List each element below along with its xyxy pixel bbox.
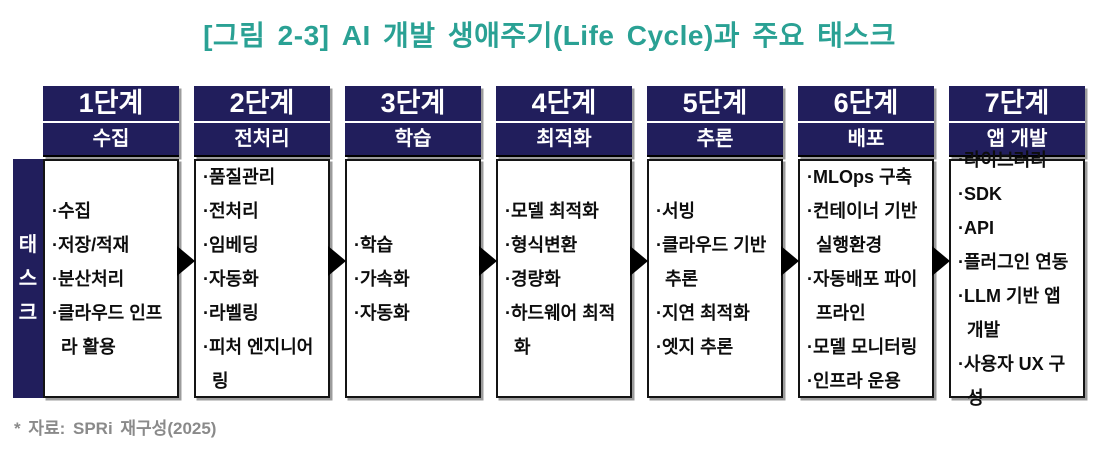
task-item: ·경량화 bbox=[505, 268, 561, 289]
task-item: ·학습 bbox=[354, 234, 394, 255]
task-axis-char: 태 bbox=[18, 233, 38, 256]
stage-step-label: 7단계 bbox=[984, 88, 1050, 118]
task-axis-char: 크 bbox=[18, 301, 38, 324]
stage-task-list: ·수집 ·저장/적재 ·분산처리 ·클라우드 인프라 활용 bbox=[43, 159, 179, 398]
task-item: ·전처리 bbox=[203, 200, 259, 221]
arrow-right-icon bbox=[781, 246, 799, 276]
stage-column: 6단계 배포 ·MLOps 구축 ·컨테이너 기반 실행환경 ·자동배포 파이프라인… bbox=[798, 86, 934, 398]
stage-column: 5단계 추론 ·서빙 ·클라우드 기반 추론 ·지연 최적화 ·엣지 추론 bbox=[647, 86, 783, 398]
task-item: ·분산처리 bbox=[52, 268, 125, 289]
lifecycle-diagram: 태 스 크 1단계 수집 ·수집 ·저장/적재 ·분산처리 ·클라우드 인프라 활용 … bbox=[0, 86, 1099, 408]
stage-name-label: 최적화 bbox=[536, 128, 592, 150]
stage-column: 7단계 앱 개발 ·라이브러리 ·SDK ·API ·플러그인 연동 ·LLM 기반 앱… bbox=[949, 86, 1085, 408]
figure-title: [그림 2-3] AI 개발 생애주기(Life Cycle)과 주요 태스크 bbox=[203, 20, 896, 51]
stage-task-list: ·품질관리 ·전처리 ·임베딩 ·자동화 ·라벨링 ·피처 엔지니어링 bbox=[194, 159, 330, 398]
task-item: ·인프라 운용 bbox=[807, 370, 901, 391]
stage-name-label: 수집 bbox=[92, 128, 130, 150]
task-item: ·모델 최적화 bbox=[505, 200, 599, 221]
stage-gap bbox=[630, 86, 648, 398]
task-item: ·클라우드 기반 추론 bbox=[656, 234, 767, 289]
stages-row: 1단계 수집 ·수집 ·저장/적재 ·분산처리 ·클라우드 인프라 활용 2단계 전처… bbox=[43, 86, 1085, 408]
arrow-right-icon bbox=[328, 246, 346, 276]
task-item: ·수집 bbox=[52, 200, 92, 221]
source-footnote: * 자료: SPRi 재구성(2025) bbox=[14, 419, 217, 438]
stage-header: 2단계 전처리 bbox=[194, 86, 330, 157]
task-item: ·컨테이너 기반 실행환경 bbox=[807, 200, 918, 255]
stage-task-list: ·학습 ·가속화 ·자동화 bbox=[345, 159, 481, 398]
stage-header-divider bbox=[496, 121, 632, 123]
task-item: ·API bbox=[958, 217, 994, 238]
stage-step-label: 4단계 bbox=[531, 88, 597, 118]
task-item: ·자동화 bbox=[354, 302, 410, 323]
task-item: ·라벨링 bbox=[203, 302, 259, 323]
task-item: ·자동화 bbox=[203, 268, 259, 289]
stage-step-label: 3단계 bbox=[380, 88, 446, 118]
task-item: ·사용자 UX 구성 bbox=[958, 353, 1066, 408]
arrow-right-icon bbox=[479, 246, 497, 276]
stage-step-label: 5단계 bbox=[682, 88, 748, 118]
task-axis-label: 태 스 크 bbox=[13, 159, 43, 398]
stage-task-list: ·모델 최적화 ·형식변환 ·경량화 ·하드웨어 최적화 bbox=[496, 159, 632, 398]
stage-gap bbox=[781, 86, 799, 398]
stage-header: 5단계 추론 bbox=[647, 86, 783, 157]
stage-column: 2단계 전처리 ·품질관리 ·전처리 ·임베딩 ·자동화 ·라벨링 ·피처 엔지니어링 bbox=[194, 86, 330, 398]
task-item: ·엣지 추론 bbox=[656, 336, 734, 357]
stage-name-label: 배포 bbox=[847, 128, 885, 150]
stage-column: 4단계 최적화 ·모델 최적화 ·형식변환 ·경량화 ·하드웨어 최적화 bbox=[496, 86, 632, 398]
arrow-right-icon bbox=[630, 246, 648, 276]
stage-header-divider bbox=[647, 121, 783, 123]
stage-task-list: ·MLOps 구축 ·컨테이너 기반 실행환경 ·자동배포 파이프라인 ·모델 모니터… bbox=[798, 159, 934, 398]
stage-header: 1단계 수집 bbox=[43, 86, 179, 157]
stage-column: 1단계 수집 ·수집 ·저장/적재 ·분산처리 ·클라우드 인프라 활용 bbox=[43, 86, 179, 398]
task-item: ·피처 엔지니어링 bbox=[203, 336, 314, 391]
stage-gap bbox=[177, 86, 195, 398]
task-item: ·서빙 bbox=[656, 200, 696, 221]
task-item: ·형식변환 bbox=[505, 234, 578, 255]
task-item: ·클라우드 인프라 활용 bbox=[52, 302, 163, 357]
task-item: ·임베딩 bbox=[203, 234, 259, 255]
stage-task-list: ·서빙 ·클라우드 기반 추론 ·지연 최적화 ·엣지 추론 bbox=[647, 159, 783, 398]
task-item: ·가속화 bbox=[354, 268, 410, 289]
stage-gap bbox=[932, 86, 950, 398]
stage-header-divider bbox=[345, 121, 481, 123]
stage-header: 7단계 앱 개발 bbox=[949, 86, 1085, 157]
task-item: ·SDK bbox=[958, 183, 1002, 204]
task-item: ·하드웨어 최적화 bbox=[505, 302, 616, 357]
stage-name-label: 앱 개발 bbox=[986, 128, 1048, 150]
figure-canvas: [그림 2-3] AI 개발 생애주기(Life Cycle)과 주요 태스크 … bbox=[0, 16, 1099, 474]
stage-name-label: 전처리 bbox=[234, 128, 290, 150]
stage-header-divider bbox=[798, 121, 934, 123]
stage-name-label: 추론 bbox=[696, 128, 734, 150]
task-item: ·모델 모니터링 bbox=[807, 336, 918, 357]
task-item: ·품질관리 bbox=[203, 166, 276, 187]
stage-column: 3단계 학습 ·학습 ·가속화 ·자동화 bbox=[345, 86, 481, 398]
stage-header-divider bbox=[43, 121, 179, 123]
stage-name-label: 학습 bbox=[394, 128, 432, 150]
task-item: ·자동배포 파이프라인 bbox=[807, 268, 918, 323]
task-item: ·라이브러리 bbox=[958, 149, 1047, 170]
task-item: ·지연 최적화 bbox=[656, 302, 750, 323]
stage-gap bbox=[328, 86, 346, 398]
stage-step-label: 2단계 bbox=[229, 88, 295, 118]
task-axis-char: 스 bbox=[18, 267, 38, 290]
stage-header-divider bbox=[194, 121, 330, 123]
stage-task-list: ·라이브러리 ·SDK ·API ·플러그인 연동 ·LLM 기반 앱 개발 ·사용자 U… bbox=[949, 150, 1085, 408]
task-item: ·저장/적재 bbox=[52, 234, 130, 255]
arrow-right-icon bbox=[177, 246, 195, 276]
stage-gap bbox=[479, 86, 497, 398]
stage-step-label: 1단계 bbox=[78, 88, 144, 118]
stage-header-divider bbox=[949, 121, 1085, 123]
stage-step-label: 6단계 bbox=[833, 88, 899, 118]
task-item: ·LLM 기반 앱 개발 bbox=[958, 285, 1061, 340]
stage-header: 6단계 배포 bbox=[798, 86, 934, 157]
stage-header: 4단계 최적화 bbox=[496, 86, 632, 157]
arrow-right-icon bbox=[932, 246, 950, 276]
stage-header: 3단계 학습 bbox=[345, 86, 481, 157]
task-item: ·플러그인 연동 bbox=[958, 251, 1069, 272]
task-item: ·MLOps 구축 bbox=[807, 166, 913, 187]
